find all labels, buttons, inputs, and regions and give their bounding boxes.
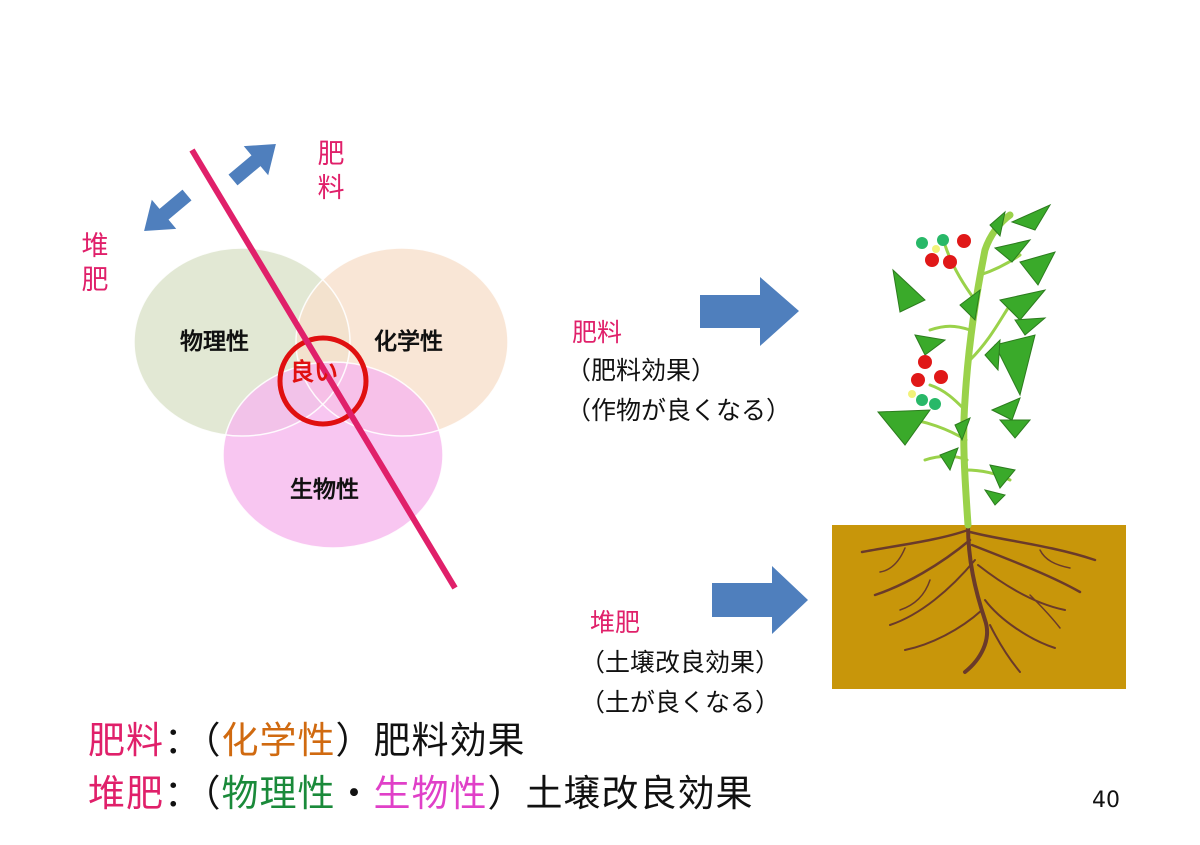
right-compost-title: 堆肥 [590,608,641,637]
summary-paren-close: ） [335,719,374,762]
compost-vertical-label: 堆 肥 [80,230,110,298]
summary-line-fertilizer: 肥料：（化学性）肥料効果 [88,710,526,764]
plant-leaves [876,203,1056,506]
right-compost-line2: （土が良くなる） [580,688,781,717]
divider-line [189,148,458,590]
arrow-up-right-icon [228,144,276,186]
summary-paren-close: ） [487,772,526,815]
summary-fertilizer-effect: 肥料効果 [373,719,526,762]
compost-char-2: 肥 [81,265,109,296]
summary-paren-open: （ [202,719,222,762]
good-circle [277,335,369,427]
summary-colon: ： [164,719,202,762]
summary-compost-effect: 土壌改良効果 [525,772,754,815]
venn-label-physical: 物理性 [180,329,249,355]
venn-label-good: 良い [290,358,338,386]
summary-paren-open: （ [202,772,222,815]
summary-colon: ： [164,772,202,815]
summary-dot: ・ [335,772,374,815]
venn-label-chemical: 化学性 [374,329,443,355]
fertilizer-vertical-label: 肥 料 [316,138,346,206]
tomatoes [908,234,971,410]
roots [860,523,1097,674]
venn-circle-biological [223,362,443,548]
summary-biological: 生物性 [373,772,488,815]
page-number: 40 [1092,788,1120,813]
venn-label-biological: 生物性 [290,477,359,503]
summary-fertilizer-label: 肥料 [88,719,164,762]
summary-chemical: 化学性 [221,719,336,762]
arrow-right-icon [700,277,799,346]
fertilizer-char-2: 料 [317,173,345,204]
right-fertilizer-line2: （作物が良くなる） [566,396,792,425]
right-fertilizer-title: 肥料 [572,318,623,347]
right-compost-line1: （土壌改良効果） [580,648,781,677]
fertilizer-char-1: 肥 [317,139,345,170]
arrow-right-icon [712,566,808,634]
compost-char-1: 堆 [81,231,109,262]
arrow-down-left-icon [144,189,192,231]
summary-compost-label: 堆肥 [88,772,164,815]
right-fertilizer-line1: （肥料効果） [566,356,717,385]
summary-physical: 物理性 [221,772,336,815]
summary-line-compost: 堆肥：（物理性・生物性）土壌改良効果 [88,763,754,817]
